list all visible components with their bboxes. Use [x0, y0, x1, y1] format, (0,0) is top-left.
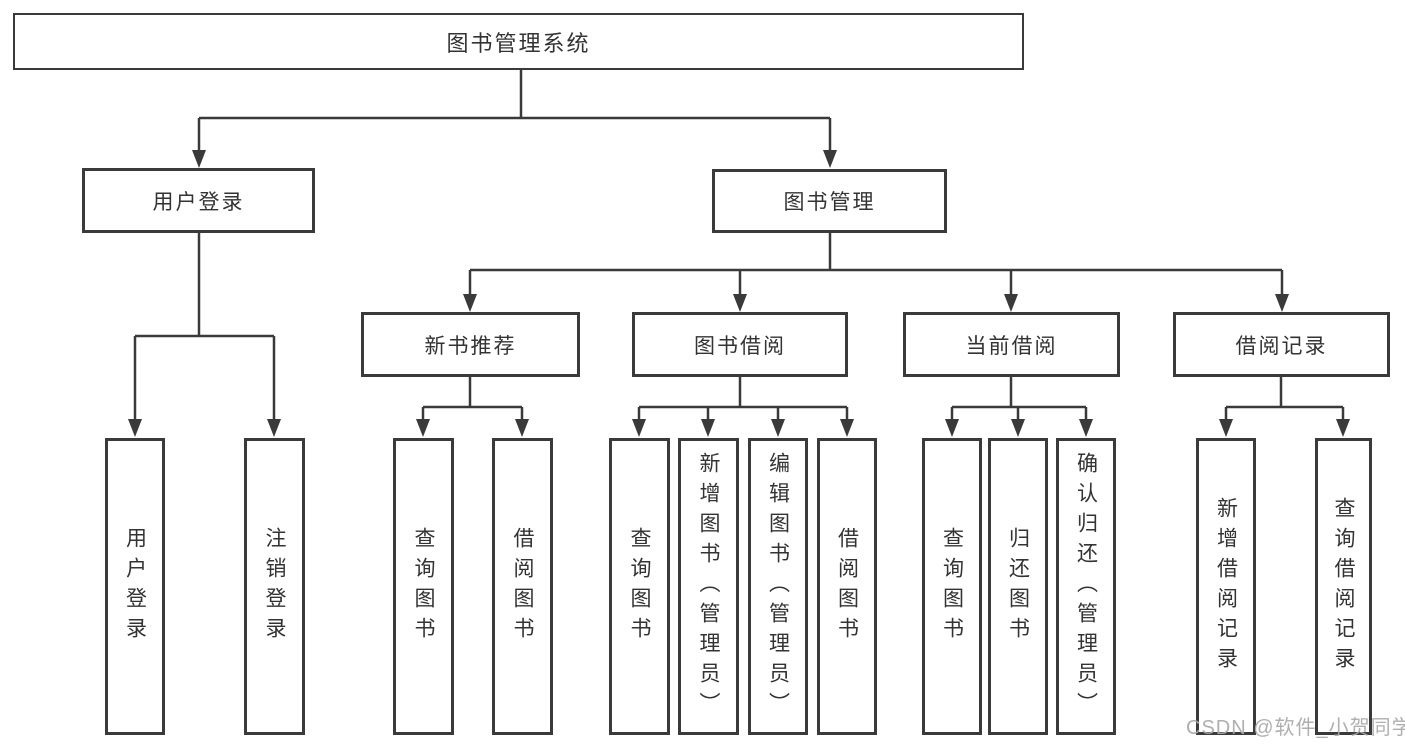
- csdn-watermark: CSDN @软件_小贺同学: [1186, 717, 1405, 739]
- node-book-borrowing: 图书借阅: [632, 312, 848, 377]
- leaf-label: 查询图书: [412, 526, 435, 647]
- leaf-label: 查询图书: [628, 526, 651, 647]
- leaf-add-book-admin: 新增图书（管理员）: [678, 438, 739, 735]
- leaf-borrow-books-borrowing: 借阅图书: [817, 438, 877, 735]
- leaf-label: 确认归还（管理员）: [1074, 451, 1098, 722]
- leaf-label: 用户登录: [123, 526, 147, 647]
- leaf-label: 注销登录: [263, 526, 286, 647]
- leaf-return-book: 归还图书: [988, 438, 1048, 735]
- leaf-label: 借阅图书: [511, 526, 534, 647]
- node-user-login: 用户登录: [82, 168, 315, 233]
- leaf-label: 查询图书: [940, 526, 964, 647]
- leaf-borrow-books-recommend: 借阅图书: [492, 438, 553, 735]
- leaf-label: 借阅图书: [835, 526, 859, 647]
- node-book-management: 图书管理: [712, 169, 947, 233]
- node-root: 图书管理系统: [13, 13, 1024, 70]
- leaf-query-books-borrowing: 查询图书: [609, 438, 670, 735]
- leaf-user-login: 用户登录: [105, 438, 165, 735]
- leaf-logout: 注销登录: [244, 438, 305, 735]
- leaf-add-borrow-record: 新增借阅记录: [1196, 438, 1256, 735]
- leaf-query-books-recommend: 查询图书: [393, 438, 454, 735]
- leaf-label: 查询借阅记录: [1332, 496, 1355, 677]
- leaf-query-books-current: 查询图书: [922, 438, 982, 735]
- leaf-edit-book-admin: 编辑图书（管理员）: [748, 438, 808, 735]
- node-new-book-recommendation: 新书推荐: [361, 312, 580, 377]
- leaf-label: 编辑图书（管理员）: [766, 451, 790, 722]
- leaf-label: 归还图书: [1006, 526, 1030, 647]
- leaf-confirm-return-admin: 确认归还（管理员）: [1056, 438, 1116, 735]
- node-current-borrowing: 当前借阅: [903, 312, 1120, 377]
- leaf-label: 新增图书（管理员）: [697, 451, 720, 722]
- leaf-label: 新增借阅记录: [1214, 496, 1238, 677]
- leaf-query-borrow-record: 查询借阅记录: [1315, 438, 1372, 735]
- node-borrowing-records: 借阅记录: [1173, 312, 1390, 377]
